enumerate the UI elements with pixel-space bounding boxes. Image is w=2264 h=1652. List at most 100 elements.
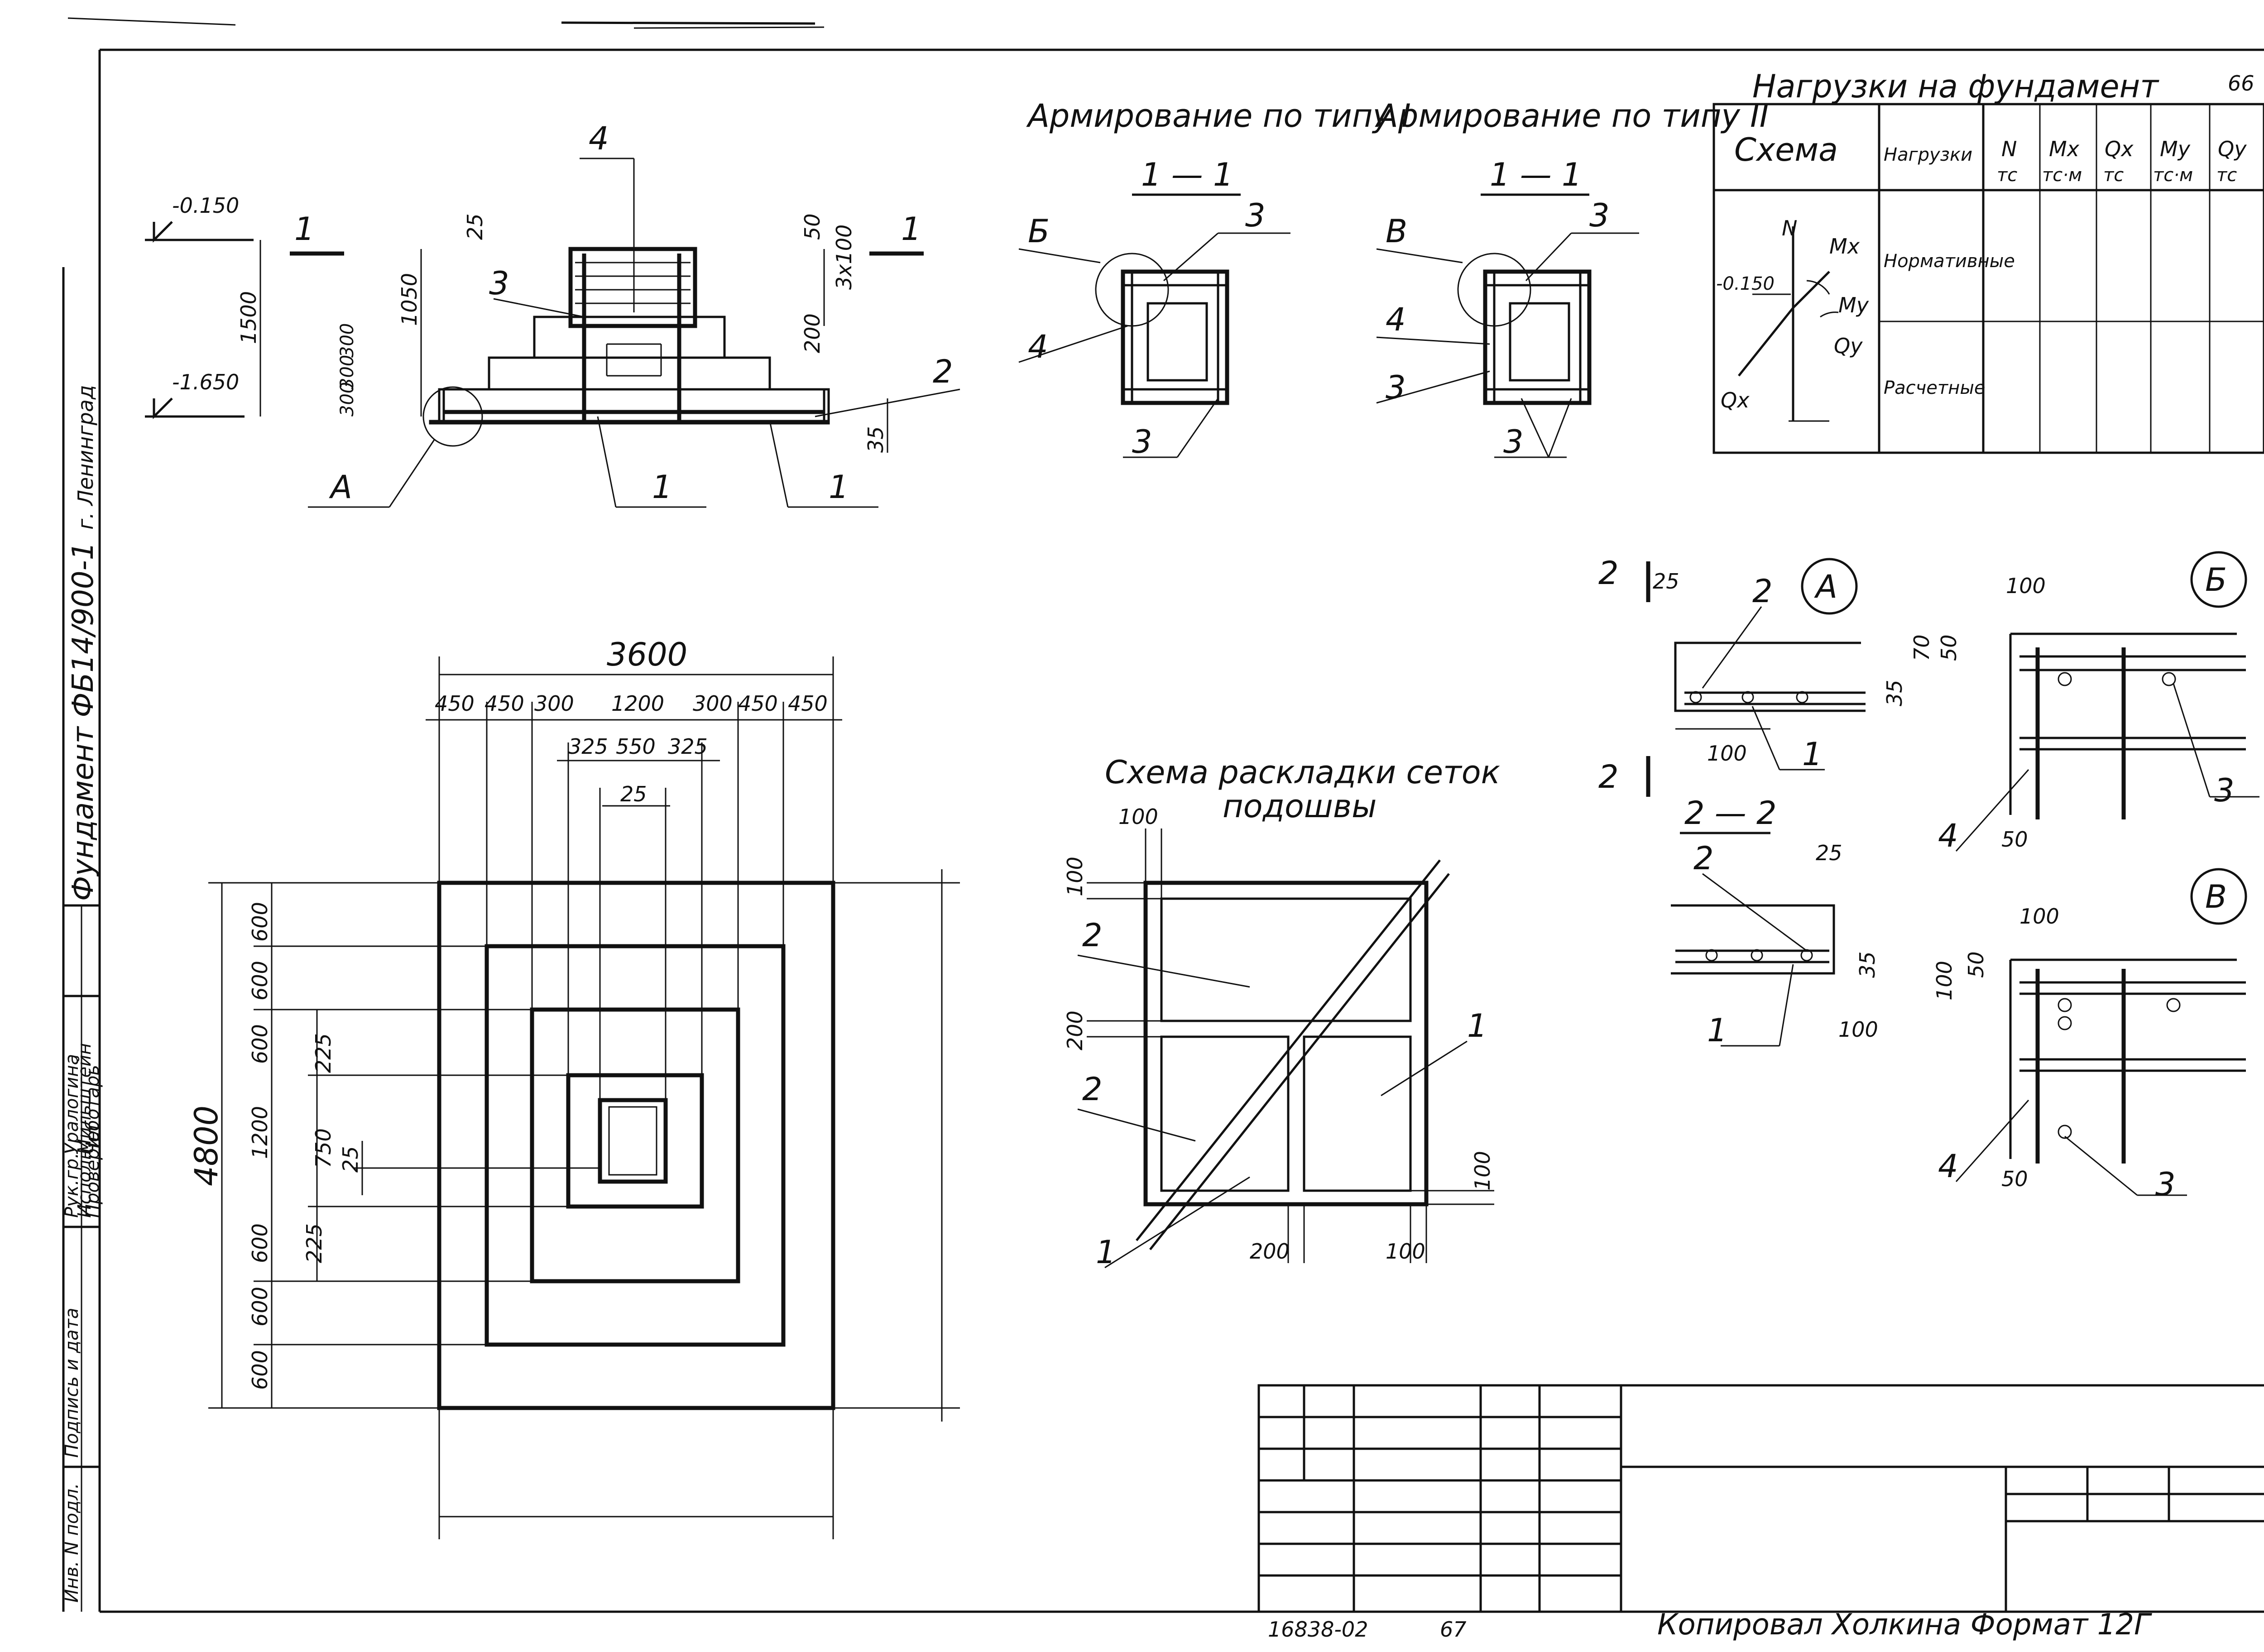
plan-inner-v: 225 <box>311 1033 336 1073</box>
dim: 3x100 <box>832 225 856 290</box>
detail-b-mark: 4 <box>1938 817 1958 854</box>
page-number: 67 <box>1440 1617 1467 1642</box>
mesh-dim: 100 <box>1063 857 1087 896</box>
plan-inner-part: 325 <box>668 734 708 759</box>
side-stamp-col-sign: Подпись и дата <box>62 1308 82 1458</box>
cut-label: 1 — 1 <box>1141 156 1233 193</box>
callout: 4 <box>589 120 609 157</box>
mesh-mark: 1 <box>1467 1007 1487 1044</box>
dim: 1050 <box>397 273 422 326</box>
sheet-number: 66 <box>2228 71 2254 96</box>
dim: 300 <box>337 355 358 389</box>
side-stamp-city: г. Ленинград <box>73 385 98 530</box>
detail-a-label: А <box>1814 568 1837 605</box>
plan-width-total: 3600 <box>607 636 687 673</box>
plan-width-part: 300 <box>534 691 574 716</box>
axis-label: Qy <box>1834 334 1863 358</box>
side-stamp-name: Мильштейн <box>74 1043 95 1154</box>
dim: 300 <box>337 323 358 358</box>
plan-height-part: 600 <box>248 902 272 942</box>
title-block <box>1257 1384 2264 1613</box>
section-22-dim: 25 <box>1816 841 1842 865</box>
cut-mark: 1 <box>901 211 921 248</box>
detail-v-mark: 4 <box>1938 1148 1958 1185</box>
detail-b-dim: 50 <box>1937 634 1961 661</box>
mesh-mark: 1 <box>1096 1234 1116 1271</box>
loads-unit: тс·м <box>2042 165 2082 186</box>
loads-unit: тс·м <box>2153 165 2193 186</box>
foundation-section: -0.150 -1.650 1 1 1500 1050 300 300 300 … <box>145 120 960 508</box>
mesh-title-2: подошвы <box>1223 788 1377 825</box>
section-22: 2 — 2 25 35 100 2 1 <box>1671 795 1880 1049</box>
plan-inner-part: 550 <box>616 734 656 759</box>
detail-v: В 100 50 100 50 3 4 <box>1932 868 2247 1203</box>
plan-width-part: 450 <box>484 691 524 716</box>
side-stamp-name: Уралогина <box>62 1054 82 1154</box>
plan-width-part: 450 <box>788 691 828 716</box>
mesh-mark: 2 <box>1082 1071 1103 1108</box>
plan-height-part: 600 <box>248 1024 272 1064</box>
side-stamp-role: Проверил <box>82 1125 103 1218</box>
mark: 3 <box>1386 369 1406 406</box>
axis-label: Mx <box>1829 234 1860 259</box>
dim: 25 <box>463 213 487 240</box>
section-22-mark: 1 <box>1707 1012 1727 1049</box>
detail-v-dim: 100 <box>1932 961 1957 1001</box>
loads-col-scheme: Схема <box>1734 131 1838 168</box>
detail-a-dim: 100 <box>1707 741 1747 766</box>
plan-inner-v: 225 <box>302 1223 326 1263</box>
mesh-layout: Схема раскладки сеток подошвы 100 100 20… <box>1063 754 1500 1271</box>
plan-height-part: 600 <box>248 961 272 1001</box>
loads-col: Qx <box>2105 137 2134 161</box>
scheme-elevation: -0.150 <box>1716 273 1775 294</box>
detail-a-dim: 25 <box>1653 569 1679 594</box>
loads-table-title: Нагрузки на фундамент <box>1752 68 2159 105</box>
cut-label: 1 — 1 <box>1490 156 1582 193</box>
loads-col-load: Нагрузки <box>1884 144 1972 165</box>
plan-height-part: 600 <box>248 1287 272 1326</box>
plan-height-part: 600 <box>248 1350 272 1390</box>
axis-label: My <box>1838 293 1869 317</box>
detail-v-dim: 50 <box>1964 951 1988 978</box>
reinforcement-types: Армирование по типу I Армирование по тип… <box>1018 97 1769 460</box>
mesh-mark: 2 <box>1082 917 1103 954</box>
loads-col: N <box>2001 137 2017 161</box>
detail-a: А 2 2 25 35 100 2 1 <box>1598 555 1907 797</box>
cut-mark: 1 <box>294 211 315 248</box>
loads-unit: тс <box>2103 165 2124 186</box>
footer: 16838-02 67 Копировал Холкина Формат 12Г <box>1268 1608 2152 1642</box>
loads-col: Mx <box>2049 137 2080 161</box>
plan-width-part: 1200 <box>611 691 664 716</box>
detail-b-dim: 50 <box>2001 827 2028 852</box>
level-bottom: -1.650 <box>172 370 239 394</box>
callout-detail-a: A <box>329 469 352 506</box>
side-stamp-col-inv: Инв. N подл. <box>62 1483 82 1603</box>
loads-row-normative: Нормативные <box>1884 251 2015 272</box>
mark: 3 <box>1132 423 1152 460</box>
side-stamp-role: Рук.гр. <box>62 1153 82 1218</box>
detail-a-cut: 2 <box>1598 555 1619 592</box>
load-scheme-diagram: N Mx My Qy Qx -0.150 <box>1716 216 1869 422</box>
mesh-dim: 200 <box>1063 1010 1087 1050</box>
section-22-mark: 2 <box>1693 840 1714 877</box>
plan-width-part: 300 <box>693 691 733 716</box>
detail-v-label: В <box>2205 878 2227 915</box>
side-stamp-title: Фундамент ФБ14/900-1 <box>67 542 100 901</box>
mesh-dim: 100 <box>1386 1239 1425 1264</box>
dim: 1500 <box>236 291 261 344</box>
reinf-type2-title: Армирование по типу II <box>1375 97 1769 134</box>
detail-v-dim: 100 <box>2019 904 2059 929</box>
plan-inner-v: 750 <box>311 1128 336 1168</box>
level-top: -0.150 <box>172 193 239 218</box>
mesh-dim: 100 <box>1470 1151 1495 1191</box>
detail-b: Б 100 70 50 50 3 4 <box>1909 551 2259 854</box>
mesh-dim: 100 <box>1118 804 1158 829</box>
side-stamp: Фундамент ФБ14/900-1 г. Ленинград Подпис… <box>62 267 103 1612</box>
mark: Б <box>1028 213 1050 250</box>
detail-b-mark: 3 <box>2214 772 2235 809</box>
loads-col: Qy <box>2218 137 2247 161</box>
mesh-title: Схема раскладки сеток <box>1105 754 1500 791</box>
plan-width-part: 450 <box>435 691 475 716</box>
detail-a-mark: 1 <box>1802 736 1823 773</box>
